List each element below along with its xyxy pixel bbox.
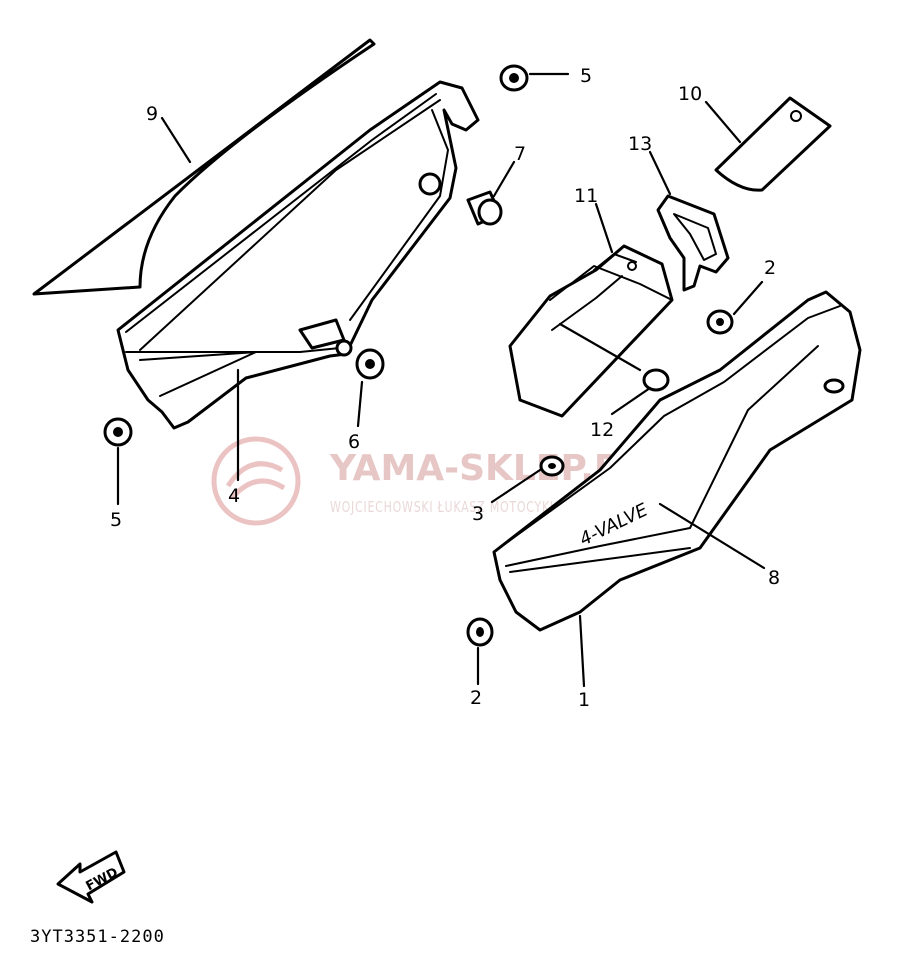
part-3-collar [539, 455, 565, 477]
part-2-bush-upper [706, 309, 734, 335]
callout-7: 7 [514, 143, 526, 165]
callouts: 9 5 7 10 13 11 2 12 6 4 5 3 8 1 2 [110, 65, 780, 711]
part-9-decal [32, 38, 376, 296]
callout-10: 10 [678, 83, 702, 105]
callout-5-lower: 5 [110, 509, 122, 531]
fwd-arrow: FWD [56, 850, 126, 904]
diagram-code: 3YT3351-2200 [30, 927, 165, 947]
leader-lines [116, 72, 766, 688]
callout-12: 12 [590, 419, 614, 441]
part-6-bush [355, 348, 385, 380]
part-11-box [508, 244, 674, 418]
callout-13: 13 [628, 133, 652, 155]
callout-8: 8 [768, 567, 780, 589]
callout-9: 9 [146, 103, 158, 125]
callout-3: 3 [472, 503, 484, 525]
callout-2-lower: 2 [470, 687, 482, 709]
part-4-side-cover [116, 80, 480, 430]
part-5-bush-upper [499, 64, 529, 92]
callout-6: 6 [348, 431, 360, 453]
part-2-bush-lower [466, 617, 494, 647]
part-13-bracket [656, 194, 730, 292]
part-1-side-cover: 4-VALVE [492, 290, 862, 632]
callout-4: 4 [228, 485, 240, 507]
part-7-collar [466, 190, 503, 226]
part-10-pad [714, 96, 832, 192]
callout-1: 1 [578, 689, 590, 711]
callout-2-upper: 2 [764, 257, 776, 279]
part-5-bush-lower [103, 417, 133, 447]
watermark-logo [211, 436, 301, 526]
callout-5-upper: 5 [580, 65, 592, 87]
part-12-bolt [558, 322, 670, 392]
callout-11: 11 [574, 185, 598, 207]
